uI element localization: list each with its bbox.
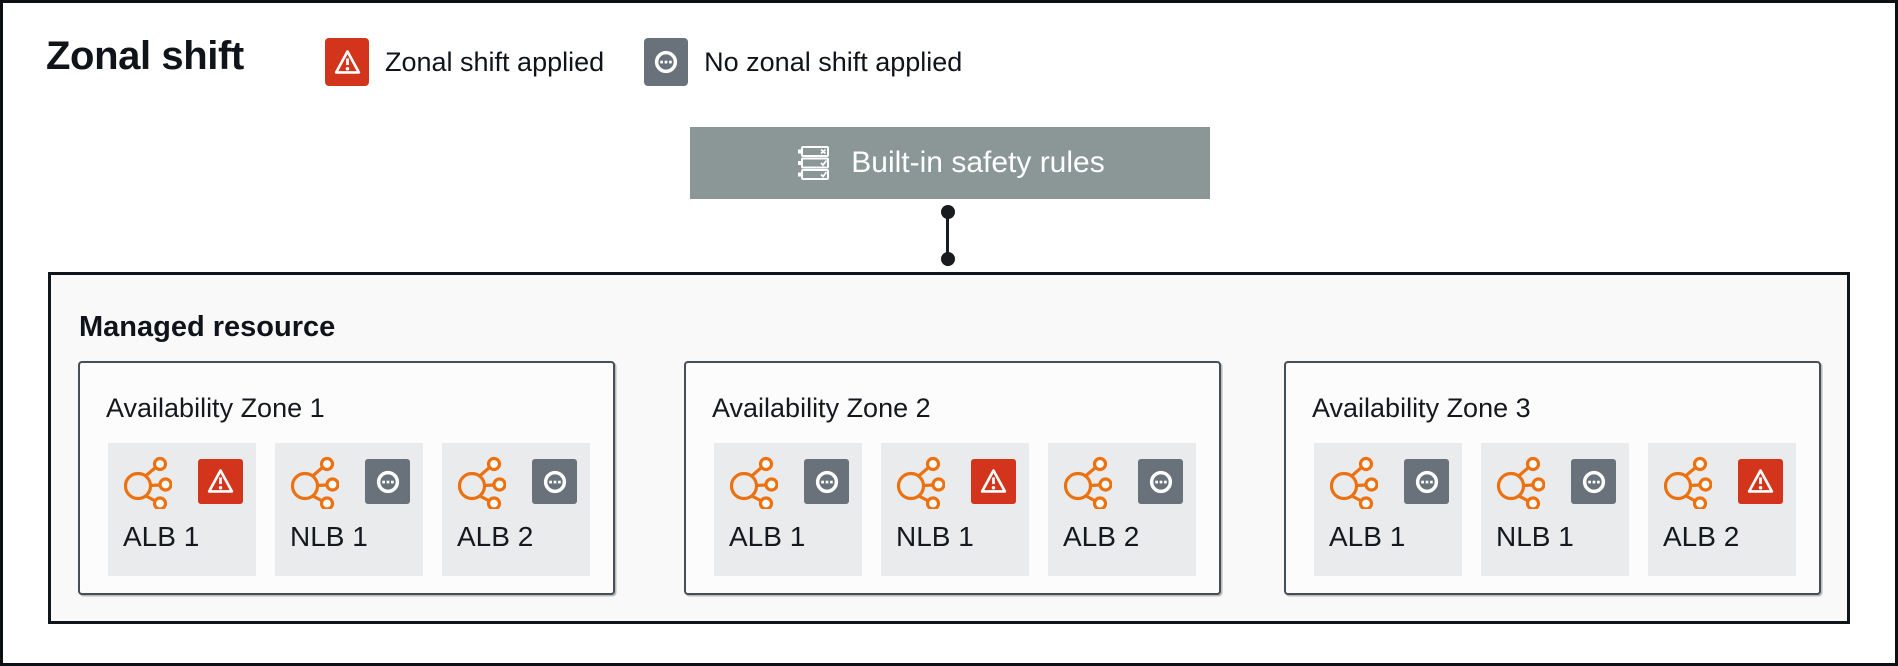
ellipsis-circle-icon — [543, 470, 566, 493]
resource-card: NLB 1 — [275, 443, 423, 576]
resource-label: ALB 2 — [1663, 521, 1740, 552]
ellipsis-circle-icon — [815, 470, 838, 493]
load-balancer-icon — [730, 455, 778, 509]
ellipsis-circle-icon — [1582, 470, 1605, 493]
legend-label: No zonal shift applied — [704, 46, 963, 77]
resource-label: NLB 1 — [290, 521, 368, 552]
zone-label: Availability Zone 2 — [712, 393, 931, 423]
warning-triangle-icon — [980, 469, 1007, 493]
connector-dot-top — [941, 205, 955, 219]
load-balancer-icon — [458, 456, 506, 509]
legend-label: Zonal shift applied — [385, 46, 605, 77]
load-balancer-icon — [1497, 455, 1545, 509]
resource-label: NLB 1 — [1496, 521, 1574, 552]
safety-rules-label: Built-in safety rules — [851, 146, 1105, 179]
load-balancer-icon — [897, 455, 945, 509]
resource-card: NLB 1 — [1481, 443, 1629, 576]
load-balancer-icon — [458, 455, 506, 509]
load-balancer-icon — [1664, 455, 1712, 509]
warning-triangle-icon — [334, 49, 360, 74]
resource-label: NLB 1 — [896, 521, 974, 552]
resource-label: ALB 2 — [1063, 521, 1140, 552]
managed-resource-box: Managed resource Availability Zone 1 ALB… — [48, 272, 1850, 624]
zonal-shift-applied-badge — [1738, 459, 1783, 504]
managed-resource-label: Managed resource — [79, 311, 336, 343]
legend: Zonal shift applied No zonal shift appli… — [325, 38, 962, 86]
ellipsis-circle-icon — [376, 470, 399, 493]
zone-label: Availability Zone 1 — [106, 393, 325, 423]
resource-card: NLB 1 — [881, 443, 1029, 576]
ellipsis-circle-icon — [1149, 470, 1172, 493]
no-zonal-shift-badge — [1404, 459, 1449, 504]
zone-label: Availability Zone 3 — [1312, 393, 1531, 423]
resource-label: ALB 1 — [123, 521, 200, 552]
resource-label: ALB 1 — [729, 521, 806, 552]
load-balancer-icon — [1330, 456, 1378, 509]
no-zonal-shift-badge — [532, 459, 577, 504]
no-zonal-shift-badge — [804, 459, 849, 504]
zonal-shift-applied-badge — [971, 459, 1016, 504]
load-balancer-icon — [730, 456, 778, 509]
built-in-safety-rules-box: Built-in safety rules — [690, 127, 1210, 199]
resource-label: ALB 2 — [457, 521, 534, 552]
no-zonal-shift-badge — [1571, 459, 1616, 504]
connector-dot-bottom — [941, 252, 955, 266]
load-balancer-icon — [1064, 456, 1112, 509]
no-zonal-shift-badge — [1138, 459, 1183, 504]
load-balancer-icon — [291, 456, 339, 509]
page-title: Zonal shift — [46, 34, 244, 78]
connector-line — [946, 206, 949, 266]
availability-zone-box-3: Availability Zone 3 ALB 1 NL — [1284, 361, 1821, 595]
resource-card: ALB 2 — [442, 443, 590, 576]
load-balancer-icon — [1497, 456, 1545, 509]
availability-zone-box-1: Availability Zone 1 ALB 1 NLB 1 — [78, 361, 615, 595]
resource-card: ALB 2 — [1048, 443, 1196, 576]
resource-card: ALB 1 — [714, 443, 862, 576]
zonal-shift-applied-badge — [198, 459, 243, 504]
resource-card: ALB 1 — [108, 443, 256, 576]
ellipsis-circle-icon — [1415, 470, 1438, 493]
load-balancer-icon — [897, 456, 945, 509]
no-zonal-shift-badge — [365, 459, 410, 504]
load-balancer-icon — [1664, 456, 1712, 509]
legend-item-no-zonal-shift: No zonal shift applied — [644, 38, 962, 86]
load-balancer-icon — [124, 455, 172, 509]
legend-item-zonal-shift-applied: Zonal shift applied — [325, 38, 604, 86]
resource-label: ALB 1 — [1329, 521, 1406, 552]
no-zonal-shift-icon — [644, 38, 689, 86]
warning-triangle-icon — [1747, 469, 1774, 493]
resource-card: ALB 2 — [1648, 443, 1796, 576]
zonal-shift-applied-icon — [325, 38, 369, 86]
load-balancer-icon — [124, 456, 172, 509]
load-balancer-icon — [291, 455, 339, 509]
load-balancer-icon — [1064, 455, 1112, 509]
warning-triangle-icon — [207, 469, 234, 493]
load-balancer-icon — [1330, 455, 1378, 509]
rules-list-icon — [798, 146, 830, 180]
availability-zone-box-2: Availability Zone 2 ALB 1 NLB 1 — [684, 361, 1221, 595]
rules-list-icon — [795, 143, 835, 183]
resource-card: ALB 1 — [1314, 443, 1462, 576]
ellipsis-circle-icon — [655, 50, 678, 74]
